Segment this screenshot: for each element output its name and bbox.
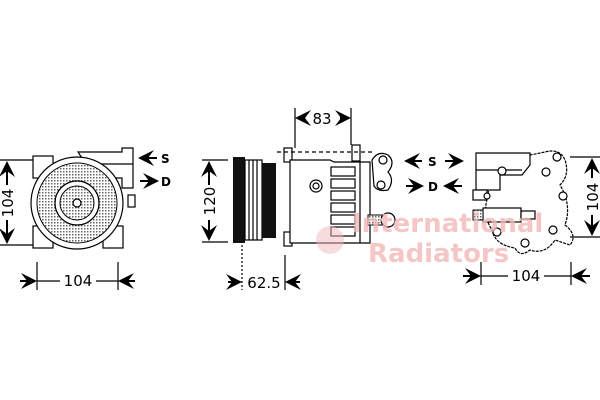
front-view bbox=[30, 147, 136, 250]
side-height-dimension: 120 bbox=[201, 159, 228, 243]
rear-discharge-label: D bbox=[428, 180, 438, 194]
rear-height-dimension: 104 bbox=[570, 156, 600, 238]
front-width-label: 104 bbox=[64, 272, 93, 290]
side-top-label: 83 bbox=[312, 110, 331, 128]
watermark: International Radiators bbox=[316, 209, 543, 269]
front-port-labels: S D bbox=[138, 150, 171, 189]
front-height-label: 104 bbox=[0, 189, 17, 218]
rear-suction-label: S bbox=[428, 155, 437, 169]
rear-port-labels: S D bbox=[404, 153, 464, 194]
watermark-line1: International bbox=[352, 209, 543, 239]
side-view bbox=[233, 144, 396, 247]
front-height-dimension: 104 bbox=[0, 159, 33, 246]
side-top-dimension: 83 bbox=[294, 108, 352, 148]
rear-height-label: 104 bbox=[584, 183, 600, 212]
discharge-label: D bbox=[161, 175, 171, 189]
rear-width-label: 104 bbox=[512, 267, 541, 285]
side-height-label: 120 bbox=[201, 187, 219, 216]
front-width-dimension: 104 bbox=[20, 262, 135, 290]
watermark-line2: Radiators bbox=[368, 239, 509, 269]
suction-label: S bbox=[161, 152, 170, 166]
watermark-logo-icon bbox=[316, 226, 344, 254]
rear-width-dimension: 104 bbox=[463, 262, 590, 285]
rear-view bbox=[472, 150, 574, 255]
side-bottom-label: 62.5 bbox=[247, 274, 280, 292]
side-bottom-dimension: 62.5 bbox=[226, 245, 301, 292]
